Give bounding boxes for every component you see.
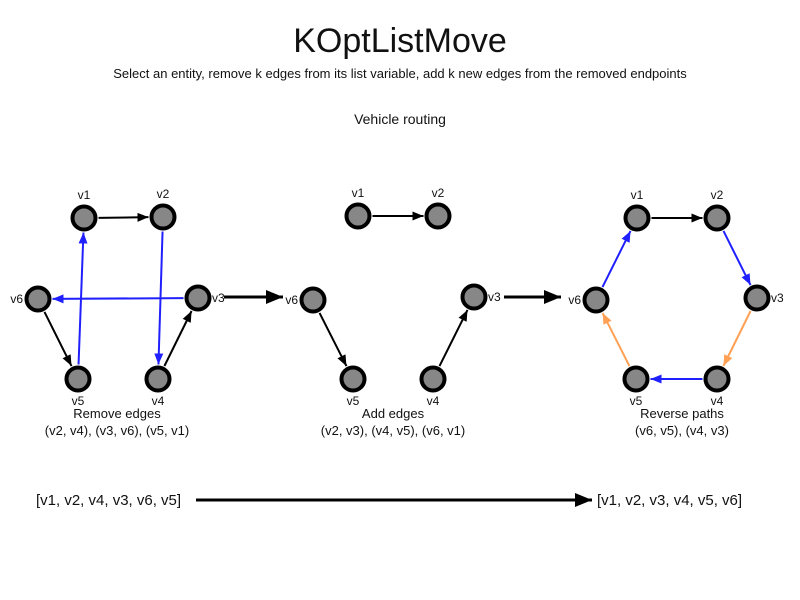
- graph-node-remove-edges-v2: [149, 203, 177, 231]
- node-label: v1: [630, 188, 644, 202]
- edge-v4-v3: [163, 310, 193, 367]
- caption-detail: (v6, v5), (v4, v3): [635, 423, 729, 438]
- graph-node-add-edges-v6: [299, 286, 327, 314]
- edge-v3-v4: [722, 310, 752, 367]
- node-label: v2: [431, 186, 445, 200]
- caption-add-edges: Add edges (v2, v3), (v4, v5), (v6, v1): [321, 405, 465, 439]
- caption-detail: (v2, v4), (v3, v6), (v5, v1): [44, 423, 190, 438]
- caption-title: Reverse paths: [640, 406, 724, 421]
- edge-v6-v5: [318, 312, 348, 367]
- caption-remove-edges: Remove edges (v2, v4), (v3, v6), (v5, v1…: [45, 405, 189, 439]
- graph-node-add-edges-v4: [419, 365, 447, 393]
- node-label: v4: [426, 394, 440, 408]
- graph-node-add-edges-v5: [339, 365, 367, 393]
- sequence-after: [v1, v2, v3, v4, v5, v6]: [597, 492, 743, 509]
- node-label: v6: [568, 293, 581, 307]
- graph-node-remove-edges-v1: [70, 204, 98, 232]
- edge-v1-v2: [98, 212, 149, 222]
- edge-v4-v3: [438, 309, 469, 367]
- node-label: v4: [710, 394, 724, 408]
- node-label: v5: [346, 394, 360, 408]
- caption-reverse-paths: Reverse paths (v6, v5), (v4, v3): [635, 405, 729, 439]
- node-label: v1: [351, 186, 365, 200]
- graph-node-reverse-paths-v2: [703, 204, 731, 232]
- sequence-before: [v1, v2, v4, v3, v6, v5]: [36, 492, 182, 509]
- node-label: v6: [285, 293, 298, 307]
- page-subtitle: Select an entity, remove k edges from it…: [113, 66, 687, 81]
- node-label: v4: [151, 394, 165, 408]
- edge-v6-v1: [601, 230, 632, 288]
- node-label: v2: [710, 188, 724, 202]
- edge-v3-v6: [52, 294, 184, 304]
- node-label: v5: [71, 394, 85, 408]
- graph-node-reverse-paths-v3: [743, 284, 771, 312]
- node-label: v1: [77, 188, 91, 202]
- edge-v6-v5: [43, 311, 73, 367]
- node-label: v6: [10, 292, 23, 306]
- edge-v2-v3: [722, 230, 752, 286]
- node-label: v3: [488, 290, 501, 304]
- graph-node-remove-edges-v6: [24, 285, 52, 313]
- caption-title: Add edges: [361, 406, 425, 421]
- graph-node-add-edges-v1: [344, 202, 372, 230]
- edge-v5-v1: [77, 232, 88, 365]
- node-label: v5: [629, 394, 643, 408]
- graph-node-remove-edges-v3: [184, 284, 212, 312]
- node-label: v3: [771, 291, 784, 305]
- graph-node-reverse-paths-v4: [703, 365, 731, 393]
- node-label: v2: [156, 187, 170, 201]
- edge-v5-v6: [601, 312, 631, 367]
- graph-node-remove-edges-v4: [144, 365, 172, 393]
- graph-node-add-edges-v2: [424, 202, 452, 230]
- page-title: KOptListMove: [293, 22, 507, 60]
- graph-node-reverse-paths-v5: [622, 365, 650, 393]
- node-label: v3: [212, 291, 225, 305]
- caption-detail: (v2, v3), (v4, v5), (v6, v1): [320, 423, 466, 438]
- graph-node-reverse-paths-v6: [582, 286, 610, 314]
- graph-node-reverse-paths-v1: [623, 204, 651, 232]
- graph-node-remove-edges-v5: [64, 365, 92, 393]
- section-label: Vehicle routing: [354, 111, 446, 127]
- graph-node-add-edges-v3: [460, 283, 488, 311]
- caption-title: Remove edges: [73, 406, 161, 421]
